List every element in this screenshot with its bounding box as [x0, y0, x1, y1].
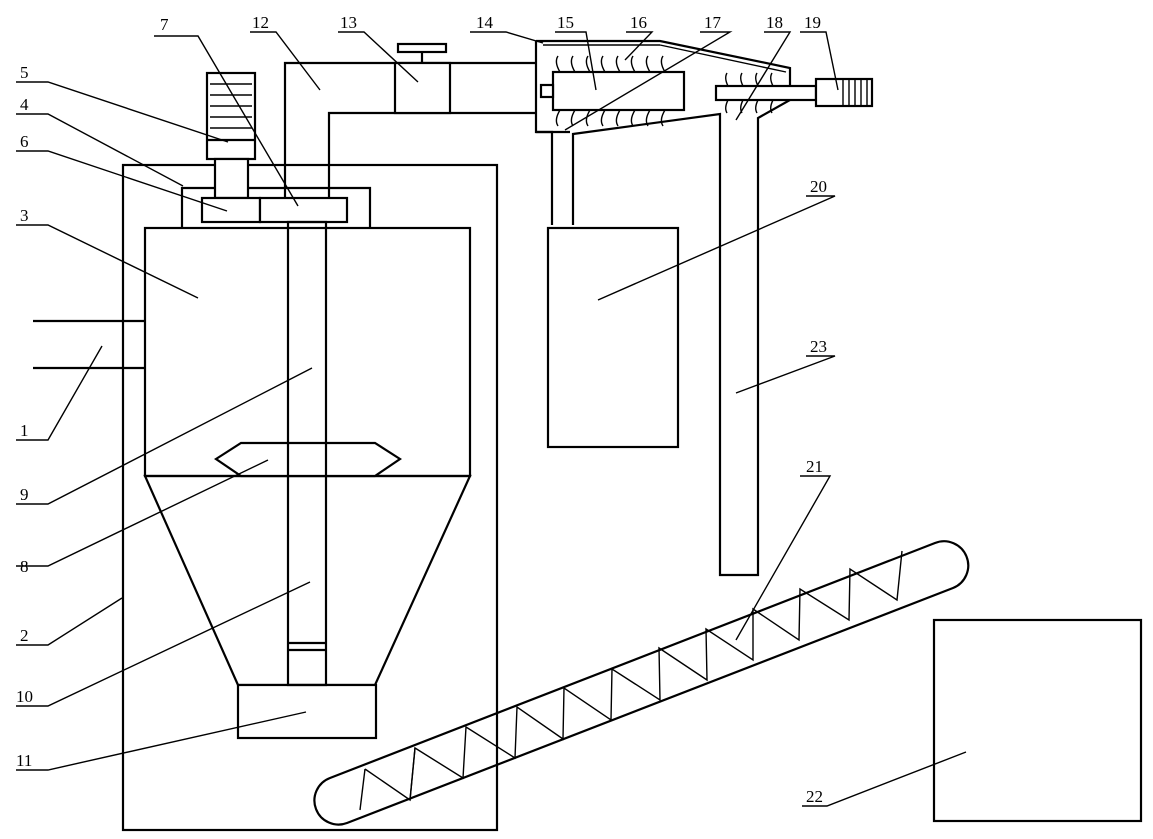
label-6: 6: [20, 132, 29, 151]
label-5: 5: [20, 63, 29, 82]
label-3: 3: [20, 206, 29, 225]
label-11: 11: [16, 751, 32, 770]
label-4: 4: [20, 95, 29, 114]
label-2: 2: [20, 626, 29, 645]
label-19: 19: [804, 13, 821, 32]
label-20: 20: [810, 177, 827, 196]
label-13: 13: [340, 13, 357, 32]
pipe-12: [283, 61, 536, 198]
screw-conveyor-21: [313, 540, 970, 826]
label-9: 9: [20, 485, 29, 504]
label-23: 23: [810, 337, 827, 356]
label-17: 17: [704, 13, 722, 32]
label-8: 8: [20, 557, 29, 576]
label-18: 18: [766, 13, 783, 32]
label-10: 10: [16, 687, 33, 706]
label-16: 16: [630, 13, 647, 32]
label-21: 21: [806, 457, 823, 476]
label-15: 15: [557, 13, 574, 32]
label-1: 1: [20, 421, 29, 440]
crusher-housing: [534, 39, 792, 577]
roller-15: [539, 55, 686, 127]
collection-box-20: [546, 226, 680, 449]
roller-18: [714, 72, 818, 114]
label-12: 12: [252, 13, 269, 32]
valve-13: [393, 42, 452, 115]
discharge-box: [236, 683, 378, 740]
outer-housing: [121, 163, 499, 832]
storage-box-22: [932, 618, 1143, 823]
inlet-pipe: [33, 319, 145, 370]
leader-lines: [16, 31, 967, 807]
labels: 1 2 3 4 5 6 7 8 9 10 11 12 13 14 15 16 1…: [16, 13, 827, 806]
agitator-blade: [214, 441, 402, 478]
label-22: 22: [806, 787, 823, 806]
mixing-tank: [143, 226, 472, 740]
motor-19: [814, 77, 874, 108]
label-7: 7: [160, 15, 169, 34]
label-14: 14: [476, 13, 494, 32]
